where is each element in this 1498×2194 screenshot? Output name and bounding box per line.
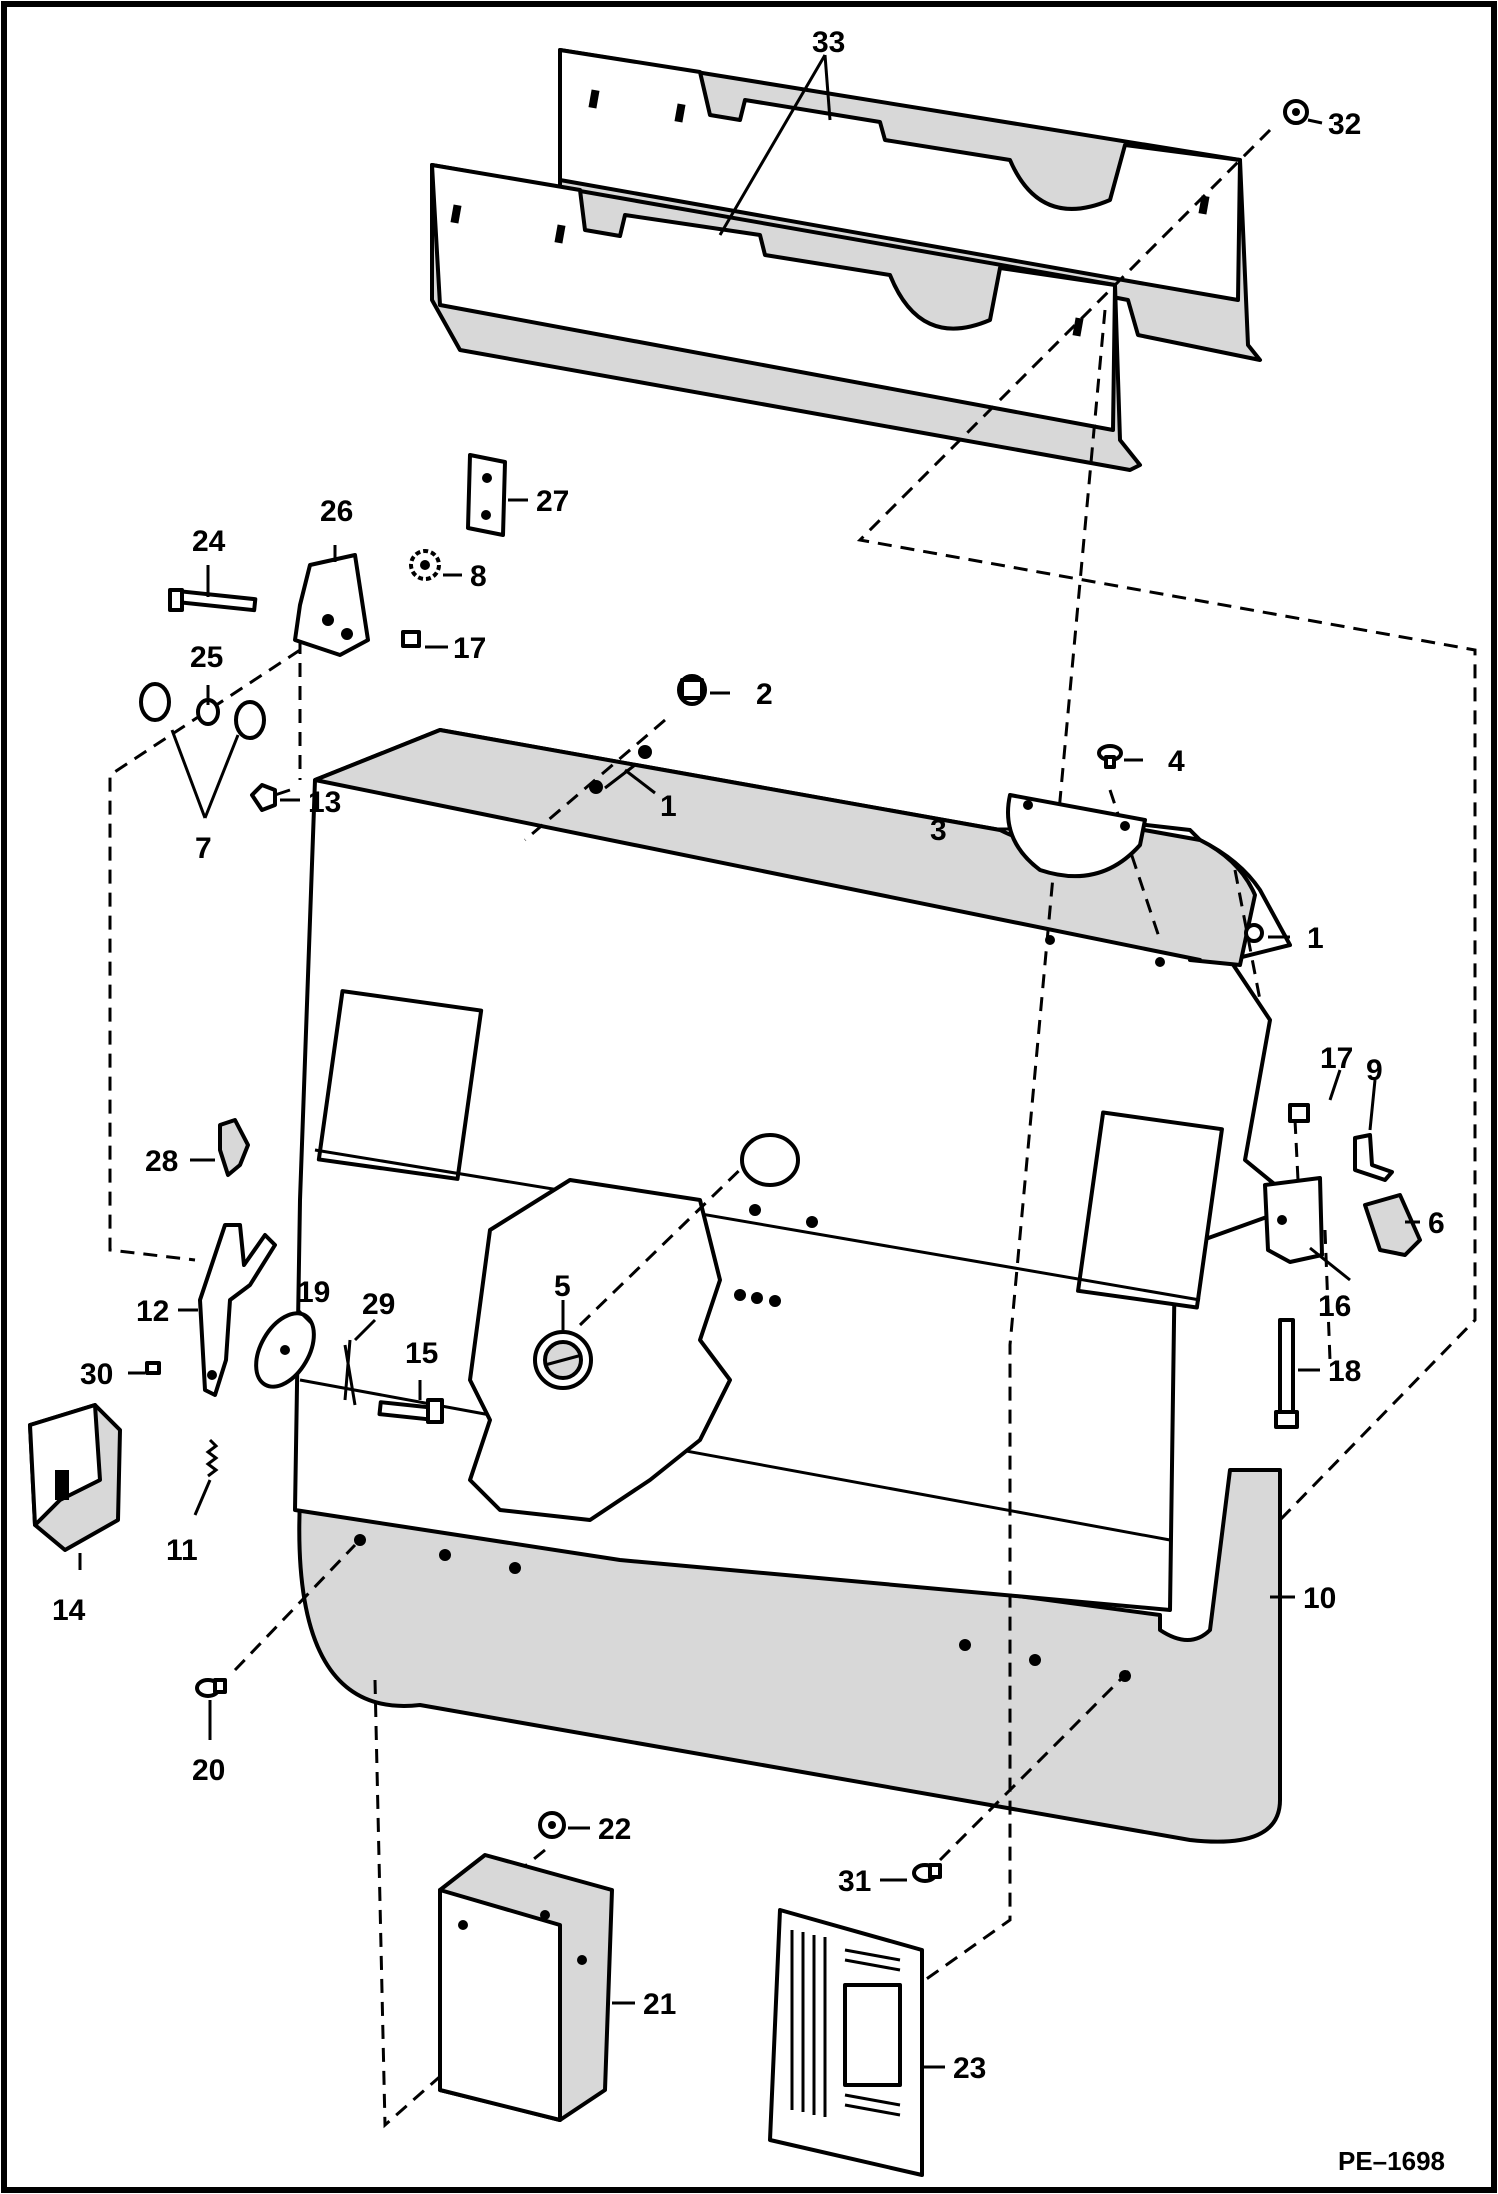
nut-30 — [145, 1361, 161, 1375]
screw-31 — [912, 1863, 942, 1883]
grille-plate-23 — [768, 1908, 924, 2177]
callout-24: 24 — [192, 525, 226, 558]
callout-9: 9 — [1366, 1054, 1383, 1087]
callout-8: 8 — [470, 560, 487, 593]
callout-18: 18 — [1328, 1355, 1361, 1388]
callout-1b: 1 — [1307, 922, 1324, 955]
nut-1a — [589, 745, 652, 794]
bushing-2 — [677, 674, 707, 706]
box-20 — [438, 1853, 614, 2122]
callout-27: 27 — [536, 485, 569, 518]
callouts: 33 32 27 8 26 24 17 25 7 13 2 1 4 3 1 17… — [52, 26, 1445, 2176]
spring-11 — [205, 1438, 219, 1478]
lever-12 — [198, 1223, 277, 1397]
callout-33: 33 — [812, 26, 845, 59]
bracket-26 — [293, 553, 370, 657]
rear-panel-33 — [430, 48, 1262, 472]
callout-29: 29 — [362, 1288, 395, 1321]
drawing-number: PE–1698 — [1338, 2146, 1445, 2176]
callout-20: 21 — [643, 1988, 676, 2021]
clip-9 — [1353, 1133, 1394, 1182]
callout-17b: 17 — [1320, 1042, 1353, 1075]
callout-16: 16 — [1318, 1290, 1351, 1323]
screw-21 — [195, 1678, 227, 1698]
rollers-7-25 — [139, 682, 266, 740]
bolt-24 — [168, 588, 258, 613]
washer-8 — [409, 549, 441, 581]
handle-5 — [533, 1330, 593, 1390]
callout-31: 31 — [838, 1865, 871, 1898]
pin-4 — [1097, 744, 1123, 769]
pin-18 — [1274, 1318, 1299, 1429]
bolt-15 — [377, 1398, 444, 1424]
button-panel — [740, 1133, 800, 1187]
callout-6: 6 — [1428, 1207, 1445, 1240]
bolt-13 — [250, 783, 291, 812]
plate-27 — [466, 453, 507, 537]
callout-21: 20 — [192, 1754, 225, 1787]
callout-26: 26 — [320, 495, 353, 528]
callout-23: 23 — [953, 2052, 986, 2085]
nut-17b — [1288, 1103, 1310, 1123]
callout-28: 28 — [145, 1145, 178, 1178]
callout-15: 15 — [405, 1337, 438, 1370]
callout-12: 12 — [136, 1295, 169, 1328]
callout-13: 13 — [308, 786, 341, 819]
callout-3: 3 — [930, 814, 947, 847]
latch-housing-14 — [28, 1403, 122, 1552]
knob-28 — [218, 1118, 250, 1177]
callout-5: 5 — [554, 1270, 571, 1303]
nut-22 — [538, 1811, 566, 1839]
callout-22: 22 — [598, 1813, 631, 1846]
callout-11: 11 — [166, 1534, 198, 1567]
callout-1a: 1 — [660, 790, 677, 823]
callout-7: 7 — [195, 832, 212, 865]
clip-29 — [343, 1339, 357, 1406]
nut-17a — [401, 630, 421, 648]
callout-10: 10 — [1303, 1582, 1336, 1615]
bracket-16 — [1263, 1176, 1324, 1264]
main-panel-10 — [293, 728, 1302, 1844]
callout-14: 14 — [52, 1594, 86, 1627]
callout-32: 32 — [1328, 108, 1361, 141]
latch-6 — [1363, 1193, 1422, 1257]
callout-25: 25 — [190, 641, 223, 674]
nut-1b — [1244, 923, 1264, 943]
callout-30: 30 — [80, 1358, 113, 1391]
callout-19: 19 — [297, 1276, 330, 1309]
leaders — [78, 118, 1420, 2069]
callout-2: 2 — [756, 678, 773, 711]
nut-32 — [1283, 99, 1309, 125]
callout-17a: 17 — [453, 632, 486, 665]
cover-plate-3 — [1006, 793, 1147, 879]
callout-4: 4 — [1168, 745, 1185, 778]
cutaway-panel — [468, 1178, 732, 1522]
